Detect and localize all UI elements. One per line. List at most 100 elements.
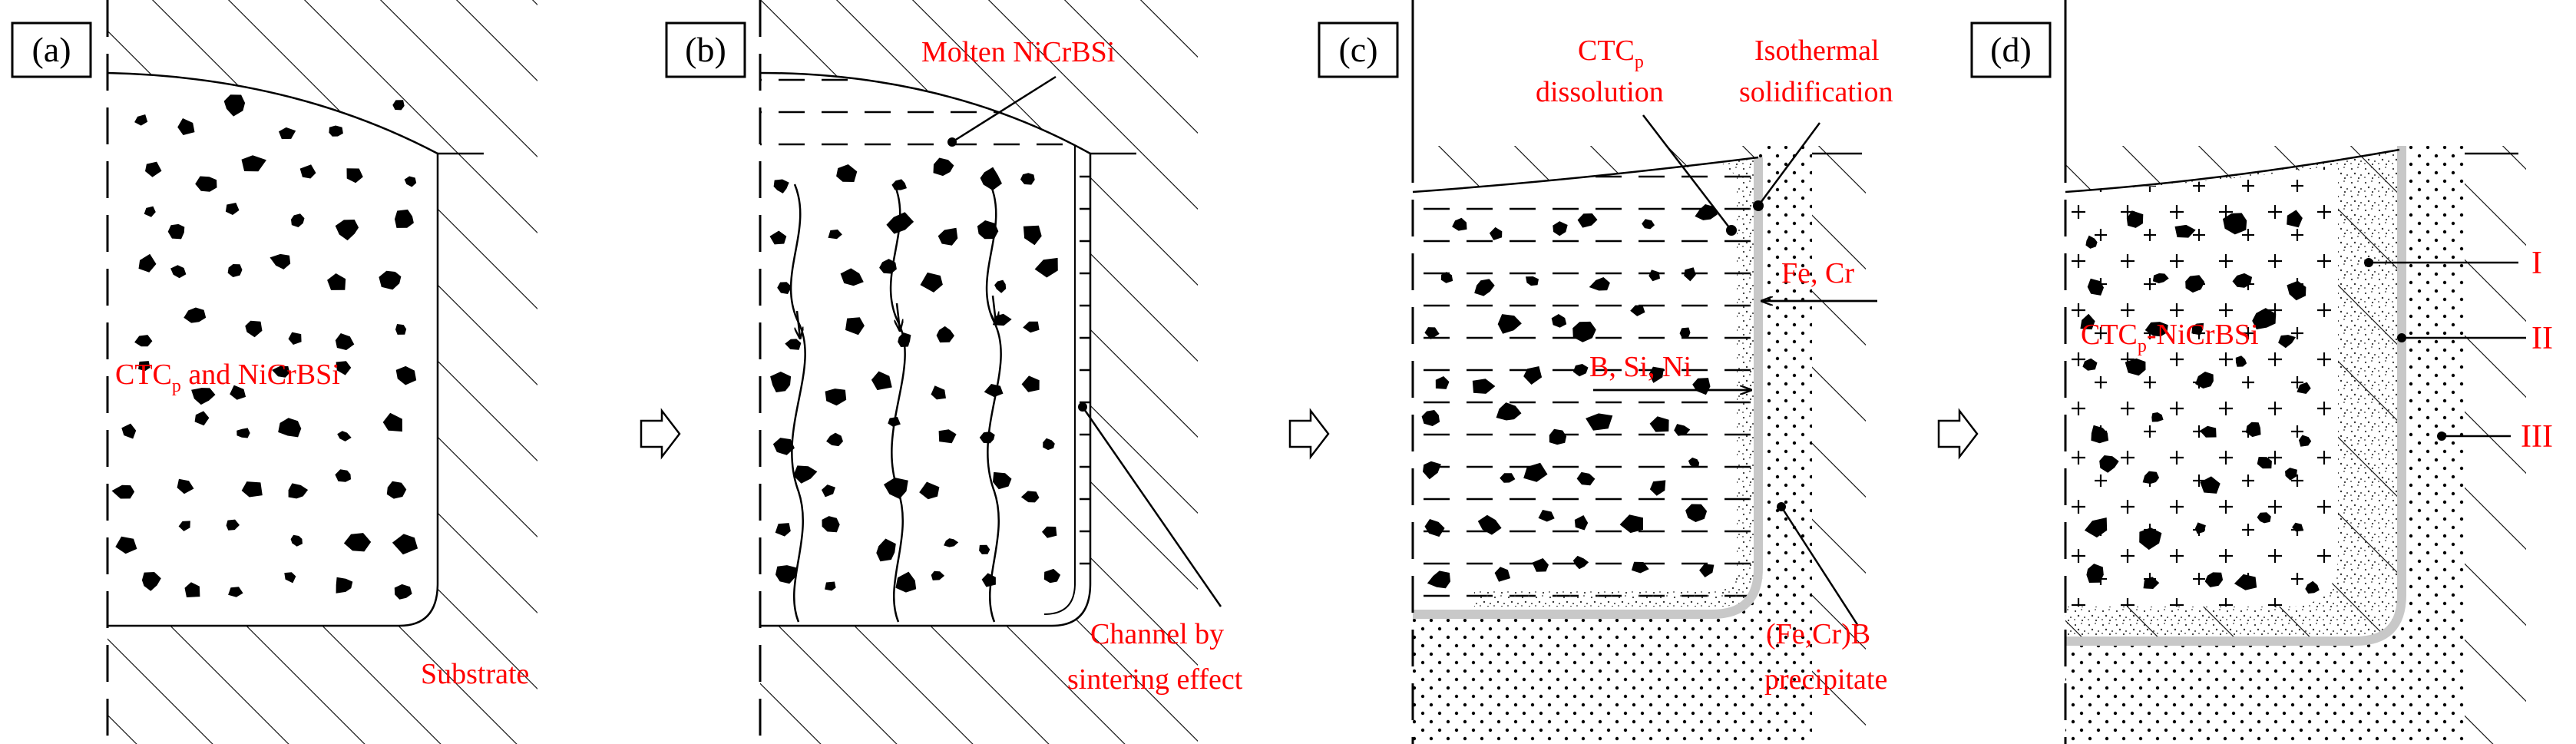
panel-c-carbide-particle <box>1577 213 1598 228</box>
panel-b-carbide-particle <box>1043 568 1061 584</box>
panel-d-carbide-particle <box>2195 372 2214 389</box>
panel-a-carbide-particle <box>337 431 352 441</box>
panel-d-carbide-particle <box>2185 275 2205 293</box>
panel-c-particles <box>1421 204 1718 589</box>
panel-c-carbide-particle <box>1699 564 1715 577</box>
panel-d-tag: (d) <box>1990 30 2032 69</box>
panel-a-carbide-particle <box>290 534 303 547</box>
panel-a-carbide-particle <box>223 94 246 117</box>
panel-d-carbide-particle <box>2257 457 2272 469</box>
panel-b-carbide-particle <box>1020 173 1035 185</box>
panel-c-carbide-particle <box>1574 515 1589 531</box>
panel-a-carbide-particle <box>343 533 372 552</box>
panel-b-carbide-particle <box>836 164 858 182</box>
panel-c-carbide-particle <box>1497 314 1522 334</box>
panel-b-carbide-particle <box>825 389 847 406</box>
panel-b-carbide-particle <box>931 385 946 400</box>
panel-d-zone-1-label: I <box>2531 246 2542 281</box>
panel-c-carbide-particle <box>1572 321 1596 342</box>
panel-b-carbide-particle <box>977 220 999 240</box>
panel-b-carbide-particle <box>919 481 940 500</box>
panel-d-carbide-particle <box>2292 522 2304 532</box>
panel-a-carbide-particle <box>288 332 302 345</box>
panel-c-carbide-particle <box>1538 510 1555 522</box>
panel-a-carbide-particle <box>241 481 263 498</box>
panel-d-carbide-particle <box>2285 468 2297 481</box>
panel-b-carbide-particle <box>785 339 802 350</box>
panel-a-carbide-particle <box>177 118 195 135</box>
panel-b-molten-label: Molten NiCrBSi <box>921 36 1115 68</box>
panel-b-carbide-particle <box>826 432 843 447</box>
panel-d-carbide-particle <box>2199 425 2217 438</box>
panel-b-carbide-particle <box>1023 225 1042 246</box>
panel-a-carbide-particle <box>184 307 207 323</box>
panel-b-tag-box <box>665 21 746 78</box>
panel-a-carbide-particle <box>394 584 412 600</box>
panel-a-carbide-particle <box>111 484 135 499</box>
panel-c-carbide-particle <box>1586 413 1613 431</box>
panel-c-carbide-particle <box>1589 277 1610 291</box>
panel-b-flow-1 <box>789 184 806 623</box>
panel-d-carbide-particle <box>2144 322 2168 337</box>
panel-c-carbide-particle <box>1648 269 1660 282</box>
panel-d-main-label: CTCp-NiCrBSi <box>2081 319 2259 356</box>
panel-a-particles <box>111 94 418 600</box>
panel-b-carbide-particle <box>770 372 792 392</box>
panel-d-carbide-particle <box>2287 280 2306 301</box>
panel-a-carbide-particle <box>291 213 305 227</box>
panel-a-carbide-particle <box>284 572 296 584</box>
panel-d-carbide-particle <box>2234 574 2257 590</box>
panel-c-carbide-particle <box>1630 305 1645 316</box>
panel-b-carbide-particle <box>980 167 1002 190</box>
panel-a-carbide-particle <box>184 582 200 597</box>
panel-a-substrate-label: Substrate <box>421 658 529 690</box>
panel-a-carbide-particle <box>336 361 352 375</box>
panel-b-molten-layer <box>760 73 1075 173</box>
panel-d-carbide-particle <box>2305 580 2320 594</box>
panel-b-carbide-particle <box>933 157 954 177</box>
panel-b-carbide-particle <box>984 384 1004 398</box>
panel-b-carbide-particle <box>931 570 945 580</box>
panel-a-carbide-particle <box>145 161 162 177</box>
panel-c-carbide-particle <box>1477 514 1502 535</box>
panel-c-iso-label-2: solidification <box>1739 76 1893 108</box>
panel-a-carbide-particle <box>386 481 407 499</box>
process-arrow-1 <box>640 408 681 460</box>
panel-b-molten-leader <box>951 75 1057 144</box>
panel-c-tag: (c) <box>1338 30 1377 69</box>
panel-a-carbide-particle <box>392 100 405 111</box>
panel-b-carbide-particle <box>936 326 954 343</box>
panel-b-flow-3 <box>985 184 1002 623</box>
panel-a-tag: (a) <box>31 30 71 69</box>
panel-a-carbide-particle <box>178 521 190 531</box>
panel-b-channel-label-1: Channel by <box>1090 618 1224 650</box>
panel-c-carbide-particle <box>1427 570 1450 589</box>
panel-a-carbide-particle <box>195 176 217 192</box>
panel-a-cavity <box>107 73 438 626</box>
panel-a-carbide-particle <box>170 265 187 279</box>
panel-a-carbide-particle <box>167 223 185 240</box>
panel-a-carbide-particle <box>335 220 359 241</box>
panel-d-carbide-particle <box>2139 527 2162 551</box>
panel-a-carbide-particle <box>121 423 137 439</box>
panel-c-carbide-particle <box>1551 314 1567 328</box>
panel-d-carbide-particle <box>2297 382 2311 394</box>
panel-c-carbide-particle <box>1553 221 1568 236</box>
panel-b-carbide-particle <box>822 516 840 533</box>
panel-c-carbide-particle <box>1523 366 1543 385</box>
panel-a-carbide-particle <box>230 385 246 400</box>
panel-b-carbide-particle <box>937 227 958 246</box>
panel-c-iso-layer <box>1413 157 1763 619</box>
panel-c-carbide-particle <box>1688 457 1700 468</box>
panel-a-carbide-particle <box>134 335 153 347</box>
panel-a-carbide-particle <box>115 536 137 554</box>
panel-b-channel <box>1075 161 1090 591</box>
panel-b-carbide-particle <box>920 272 943 293</box>
panel-d-carbide-particle <box>2151 412 2164 422</box>
panel-a-carbide-particle <box>335 469 351 482</box>
panel-d-carbide-particle <box>2142 471 2160 484</box>
panel-c-carbide-particle <box>1452 217 1467 231</box>
panel-d-tag-box <box>1970 21 2052 78</box>
panel-a-carbide-particle <box>404 176 417 187</box>
panel-a-carbide-particle <box>194 411 210 426</box>
